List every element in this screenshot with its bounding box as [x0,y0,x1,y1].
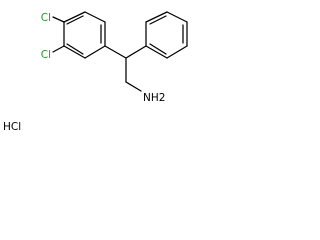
dichlorophenyl-ring [63,11,106,59]
bond-ring1-d [63,45,86,59]
bond-to-cl-top [52,16,65,23]
bond-ring2-b [166,11,188,23]
bond-ring2-d [166,45,188,59]
double-bond-ring2-3 [149,43,167,55]
bond-ch2-to-n [125,81,142,92]
phenyl-ring [145,11,188,59]
bond-ring1-c [84,45,106,59]
bond-ring2-e [145,45,168,59]
bond-ring2-a [145,11,168,23]
bond-to-cl-bottom [52,45,65,53]
chlorine-label-top: Cl [41,12,51,24]
bond-ring1-a [84,11,106,23]
chlorine-label-bottom: Cl [41,49,51,61]
double-bond-ring2-1 [149,15,167,25]
hcl-salt-label: HCl [3,121,21,133]
amine-label: NH2 [143,92,165,104]
bond-ring1-to-ch [104,45,127,59]
bond-ring1-f [63,11,86,23]
double-bond-ring1-2 [66,43,84,55]
double-bond-ring1-3 [66,15,84,25]
bond-ch-to-phenyl [125,45,147,59]
chemical-structure: Cl Cl NH2 HCl [3,11,188,133]
